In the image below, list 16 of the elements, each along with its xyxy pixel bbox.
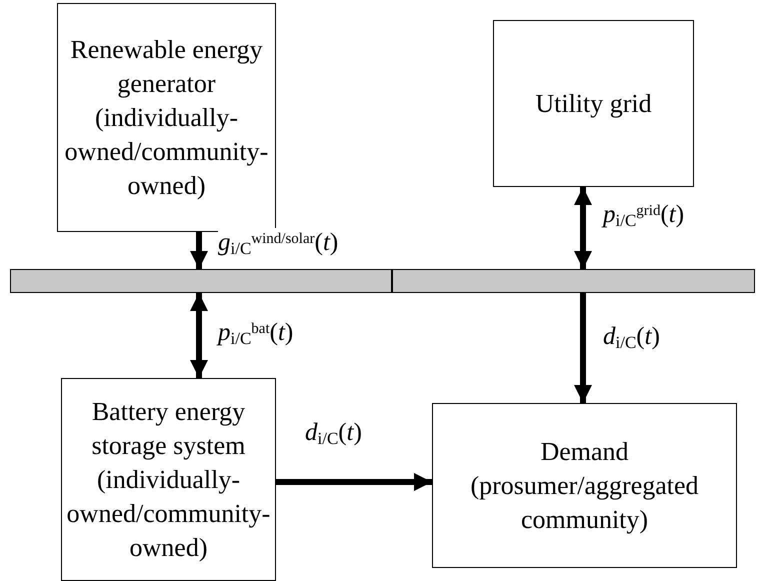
component-box — [61, 378, 276, 581]
arrow — [574, 293, 592, 403]
arrow — [574, 187, 592, 269]
box-label: Battery energy storage system (individually-owned/community-owned) — [66, 396, 271, 564]
component-box — [57, 3, 276, 232]
box-label: Demand (prosumer/aggregated community) — [469, 436, 700, 536]
box-label: Renewable energy generator (individually-owned/community-owned) — [64, 34, 270, 202]
bus-bar — [392, 269, 755, 293]
edge-label: g$_{i/C}$$^{wind/solar}$(t) — [218, 228, 338, 258]
box-label: Utility grid — [535, 88, 652, 120]
arrow — [190, 232, 208, 269]
arrow — [190, 293, 208, 378]
bus-bar — [10, 269, 392, 293]
arrow — [276, 473, 432, 491]
component-box — [432, 403, 737, 568]
component-box — [493, 20, 694, 187]
